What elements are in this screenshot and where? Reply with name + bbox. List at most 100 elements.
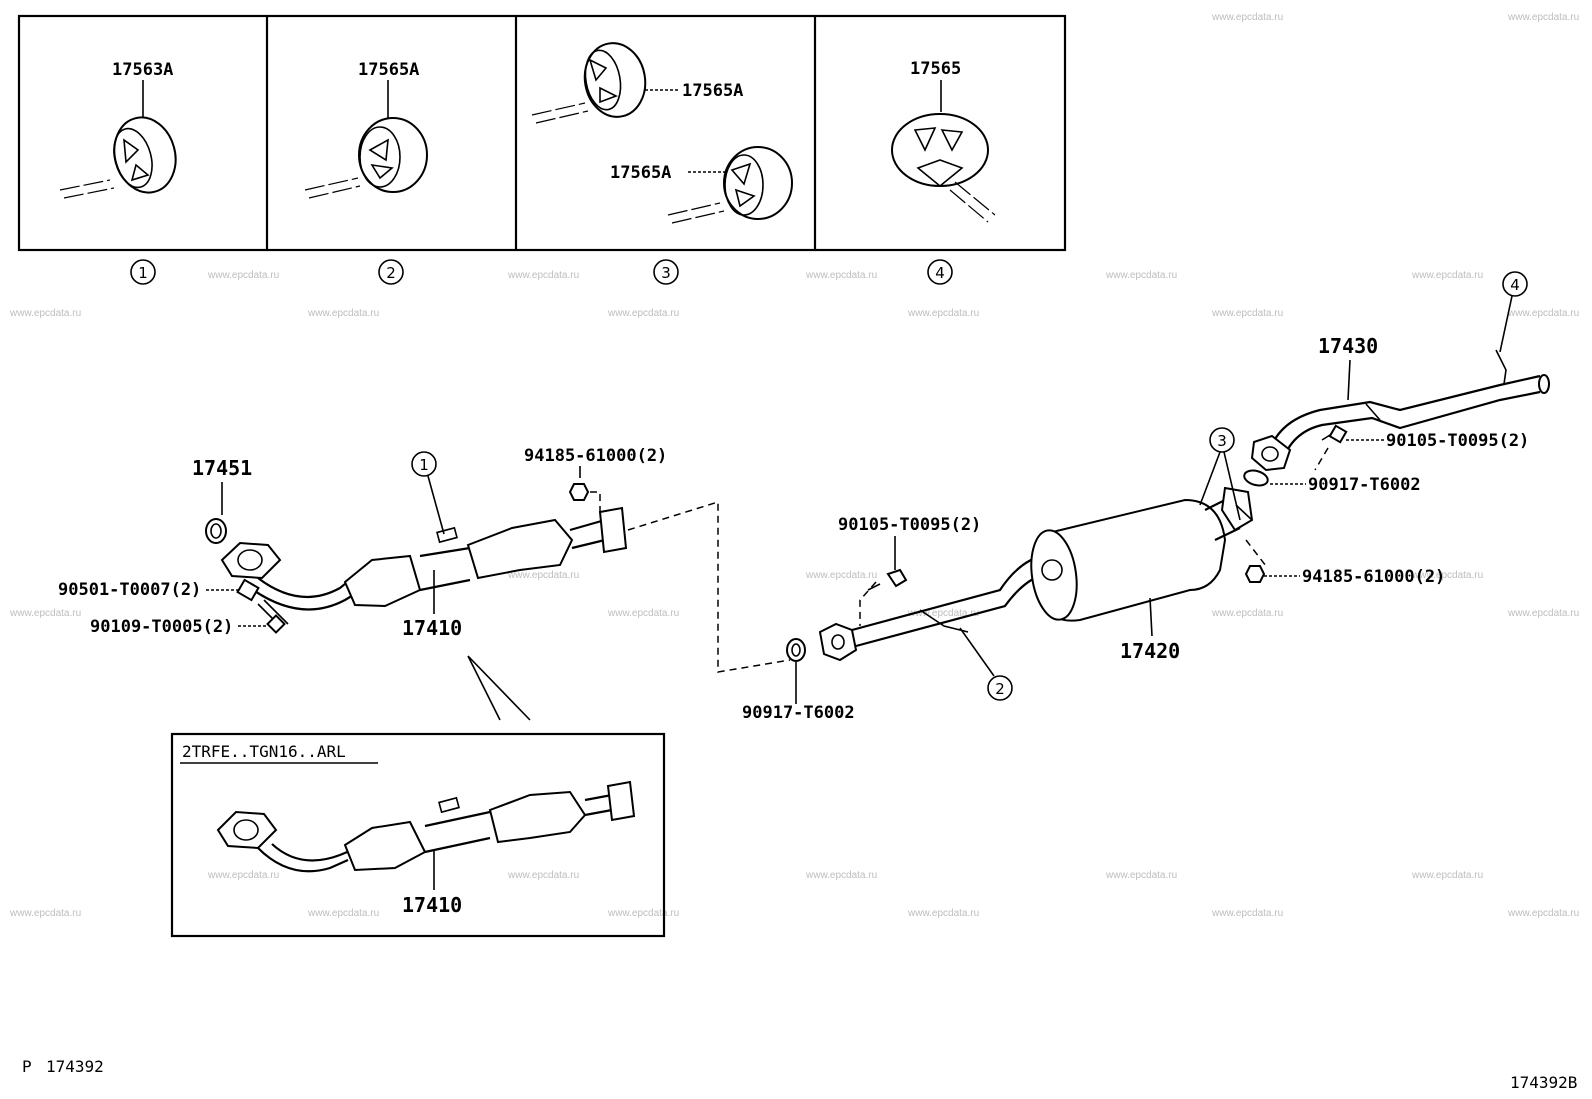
tail-pipe-assembly: 4 17430 90105-T0095(2) 90917-T6002 (1243, 271, 1550, 495)
watermark: www.epcdata.ru (507, 570, 579, 581)
part-label-90917-t6002: 90917-T6002 (742, 703, 855, 723)
part-label-17565a-lower: 17565A (610, 163, 671, 183)
catalytic-converter-icon (466, 518, 574, 580)
illustration-code: 174392 (46, 1057, 104, 1076)
flange-icon (1250, 434, 1292, 472)
footer: P 174392 174392B (22, 1057, 1577, 1092)
part-label-90109-t0005: 90109-T0005(2) (90, 617, 233, 637)
watermark: www.epcdata.ru (1507, 308, 1579, 319)
inset-title: 2TRFE..TGN16..ARL (182, 742, 346, 761)
hanger-panel-2: 17565A (304, 60, 428, 199)
rubber-hanger-icon (113, 116, 177, 194)
watermark-layer: www.epcdata.ru www.epcdata.ru www.epcdat… (9, 12, 1579, 919)
watermark: www.epcdata.ru (207, 870, 279, 881)
watermark: www.epcdata.ru (1507, 12, 1579, 23)
catalytic-converter-icon (343, 554, 422, 608)
watermark: www.epcdata.ru (1211, 908, 1283, 919)
nut-icon (568, 483, 590, 501)
panel-index-3: 3 (661, 264, 671, 282)
hanger-ref-4: 4 (1510, 276, 1520, 294)
watermark: www.epcdata.ru (507, 870, 579, 881)
rubber-hanger-icon (891, 113, 989, 187)
rubber-hanger-icon (723, 146, 793, 220)
watermark: www.epcdata.ru (907, 308, 979, 319)
watermark: www.epcdata.ru (1507, 908, 1579, 919)
spring-icon (236, 578, 260, 602)
part-label-90501-t0007: 90501-T0007(2) (58, 580, 201, 600)
flange-icon (220, 541, 282, 580)
watermark: www.epcdata.ru (9, 308, 81, 319)
gasket-icon (205, 518, 227, 544)
watermark: www.epcdata.ru (805, 570, 877, 581)
part-label-17565a: 17565A (682, 81, 743, 101)
watermark: www.epcdata.ru (1507, 608, 1579, 619)
page-prefix: P (22, 1057, 32, 1076)
watermark: www.epcdata.ru (907, 608, 979, 619)
part-label-94185-61000-rear: 94185-61000(2) (1302, 567, 1445, 587)
hanger-bracket-icon (1495, 349, 1507, 385)
tail-pipe-outlet-icon (1538, 374, 1550, 394)
watermark: www.epcdata.ru (607, 908, 679, 919)
rubber-hanger-icon (358, 117, 428, 193)
part-label-17451: 17451 (192, 456, 252, 480)
watermark: www.epcdata.ru (607, 608, 679, 619)
watermark: www.epcdata.ru (1211, 308, 1283, 319)
part-label-17563a: 17563A (112, 60, 173, 80)
gasket-icon (1243, 469, 1269, 487)
inset-frame (170, 732, 666, 938)
hanger-panels: 17563A 17565A 17565A (17, 14, 1067, 285)
panel-index-4: 4 (935, 264, 945, 282)
part-label-17420: 17420 (1120, 639, 1180, 663)
flange-icon (818, 622, 858, 662)
hanger-panel-1: 17563A (59, 60, 177, 199)
bolt-icon (266, 614, 286, 634)
watermark: www.epcdata.ru (9, 908, 81, 919)
part-label-90105-t0095: 90105-T0095(2) (838, 515, 981, 535)
nut-icon (1244, 565, 1266, 583)
watermark: www.epcdata.ru (1411, 870, 1483, 881)
flange-icon (606, 780, 636, 822)
watermark: www.epcdata.ru (1105, 270, 1177, 281)
bolt-icon (886, 568, 908, 588)
watermark: www.epcdata.ru (1411, 270, 1483, 281)
part-label-90105-t0095-rear: 90105-T0095(2) (1386, 431, 1529, 451)
muffler-assembly: 90105-T0095(2) 90917-T6002 2 17420 3 (742, 427, 1445, 723)
watermark: www.epcdata.ru (805, 270, 877, 281)
part-label-90917-t6002-rear: 90917-T6002 (1308, 475, 1421, 495)
flange-icon (216, 810, 278, 850)
watermark: www.epcdata.ru (805, 870, 877, 881)
watermark: www.epcdata.ru (607, 308, 679, 319)
catalytic-converter-icon (488, 790, 587, 844)
hanger-panel-3: 17565A 17565A (531, 42, 793, 224)
watermark: www.epcdata.ru (1211, 12, 1283, 23)
hanger-ref-2: 2 (995, 680, 1005, 698)
watermark: www.epcdata.ru (907, 908, 979, 919)
variant-inset: 2TRFE..TGN16..ARL 17410 (170, 732, 666, 938)
hanger-bracket-icon (436, 526, 458, 544)
hanger-ref-1: 1 (419, 456, 429, 474)
part-label-17430: 17430 (1318, 334, 1378, 358)
watermark: www.epcdata.ru (1211, 608, 1283, 619)
watermark: www.epcdata.ru (9, 608, 81, 619)
figure-code: 174392B (1510, 1073, 1577, 1092)
part-label-17410: 17410 (402, 616, 462, 640)
hanger-panels-frame (17, 14, 1067, 252)
part-label-17565a: 17565A (358, 60, 419, 80)
hanger-bracket-icon (919, 609, 969, 633)
hanger-ref-3: 3 (1217, 432, 1227, 450)
connection-line (627, 500, 791, 673)
watermark: www.epcdata.ru (1105, 870, 1177, 881)
catalytic-converter-icon (343, 820, 427, 872)
watermark: www.epcdata.ru (307, 908, 379, 919)
hanger-panel-4: 17565 (891, 59, 996, 223)
gasket-icon (786, 638, 806, 662)
rubber-hanger-icon (583, 42, 647, 118)
front-pipe-assembly: 17451 1 17410 94185-61000(2) 90501-T00 (58, 446, 791, 721)
watermark: www.epcdata.ru (207, 270, 279, 281)
watermark: www.epcdata.ru (307, 308, 379, 319)
watermark: www.epcdata.ru (507, 270, 579, 281)
panel-index-2: 2 (386, 264, 396, 282)
watermark: www.epcdata.ru (1411, 570, 1483, 581)
part-label-17565: 17565 (910, 59, 961, 79)
